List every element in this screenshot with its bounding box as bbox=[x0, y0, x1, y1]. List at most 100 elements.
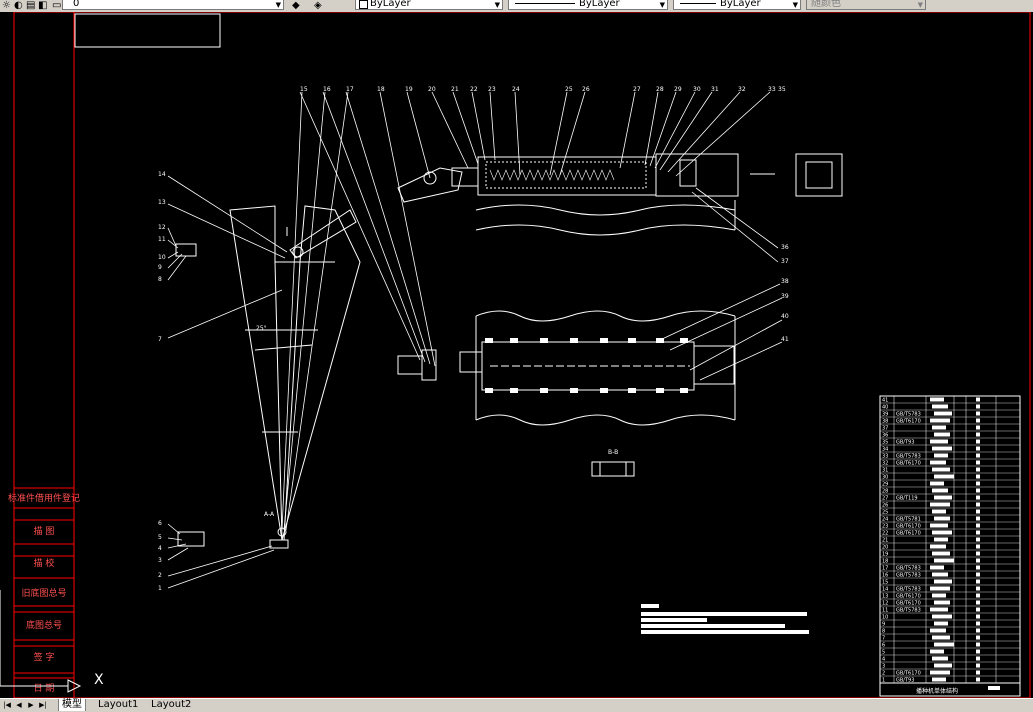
layer-previous-icon[interactable]: ◈ bbox=[314, 0, 322, 11]
part-label-top: 18 bbox=[377, 86, 385, 93]
bom-row-name-mark bbox=[932, 593, 946, 598]
bom-row-index: 38 bbox=[882, 419, 888, 425]
bom-row-name-mark bbox=[934, 516, 950, 521]
bom-row-standard: GB/T5783 bbox=[896, 587, 921, 593]
linetype-combo[interactable]: ByLayer ▼ bbox=[508, 0, 668, 10]
outer-frame bbox=[13, 12, 1031, 698]
spring-coil bbox=[489, 169, 615, 181]
bom-row-name-mark bbox=[932, 677, 946, 682]
next-tab-icon[interactable]: ▶ bbox=[28, 701, 34, 709]
view-label-aa: A-A bbox=[264, 511, 275, 518]
part-label-top: 19 bbox=[405, 86, 413, 93]
bom-row-name-mark bbox=[930, 607, 948, 612]
bom-row-name-mark bbox=[930, 523, 948, 528]
first-tab-icon[interactable]: |◀ bbox=[3, 701, 11, 709]
bom-row-name-mark bbox=[934, 537, 948, 542]
bom-row-standard: GB/T5783 bbox=[896, 566, 921, 572]
chevron-down-icon: ▼ bbox=[494, 1, 500, 9]
bom-row-index: 14 bbox=[882, 587, 888, 593]
tab-layout1[interactable]: Layout1 bbox=[98, 699, 139, 710]
bom-row-index: 28 bbox=[882, 489, 888, 495]
bom-row-index: 16 bbox=[882, 573, 888, 579]
part-label-top: 15 bbox=[300, 86, 308, 93]
color-combo-value: ByLayer bbox=[370, 0, 411, 9]
bom-row-qty-mark bbox=[976, 670, 980, 675]
bom-row-name-mark bbox=[932, 446, 952, 451]
section-view-bb bbox=[591, 461, 635, 477]
make-layer-current-icon[interactable]: ◆ bbox=[292, 0, 300, 11]
layer-swatch-icon[interactable]: ▭ bbox=[52, 0, 62, 11]
bom-row-qty-mark bbox=[976, 446, 980, 451]
bom-row-standard: GB/T6170 bbox=[896, 461, 921, 467]
bom-row-qty-mark bbox=[976, 628, 980, 633]
bom-row-qty-mark bbox=[976, 579, 980, 584]
leader-lines-left bbox=[167, 175, 288, 589]
layout-tab-bar: |◀ ◀ ▶ ▶| 模型 Layout1 Layout2 bbox=[0, 698, 1033, 712]
tab-model[interactable]: 模型 bbox=[58, 699, 86, 711]
bom-row-index: 21 bbox=[882, 538, 888, 544]
part-label-left: 3 bbox=[158, 557, 162, 564]
model-space-canvas[interactable]: 标准件借用件登记 描 图 描 校 旧底图总号 底图总号 签 字 日 期 X bbox=[0, 12, 1033, 698]
tab-layout2[interactable]: Layout2 bbox=[151, 699, 192, 710]
plotstyle-combo[interactable]: 随颜色 ▼ bbox=[806, 0, 926, 10]
technical-notes bbox=[641, 604, 809, 634]
part-label-top: 23 bbox=[488, 86, 496, 93]
bom-row-name-mark bbox=[930, 460, 946, 465]
color-combo[interactable]: ByLayer ▼ bbox=[355, 0, 503, 10]
chevron-down-icon: ▼ bbox=[792, 1, 798, 9]
bom-row-index: 18 bbox=[882, 559, 888, 565]
bom-row-index: 25 bbox=[882, 510, 888, 516]
bom-row-qty-mark bbox=[976, 565, 980, 570]
layer-combo[interactable]: 0 ▼ bbox=[62, 0, 284, 10]
part-label-top: 27 bbox=[633, 86, 641, 93]
bom-row-name-mark bbox=[932, 635, 950, 640]
bom-row-standard: GB/T5783 bbox=[896, 454, 921, 460]
bom-row-index: 15 bbox=[882, 580, 888, 586]
bom-row-index: 41 bbox=[882, 398, 888, 404]
bom-row-qty-mark bbox=[976, 600, 980, 605]
bom-row-qty-mark bbox=[976, 677, 980, 682]
part-label-top: 21 bbox=[451, 86, 459, 93]
prev-tab-icon[interactable]: ◀ bbox=[16, 701, 22, 709]
bom-row-qty-mark bbox=[976, 481, 980, 486]
bom-row-qty-mark bbox=[976, 516, 980, 521]
bom-row-index: 3 bbox=[882, 664, 885, 670]
bom-row-qty-mark bbox=[976, 586, 980, 591]
bom-row-qty-mark bbox=[976, 656, 980, 661]
strip-label-4: 底图总号 bbox=[26, 619, 62, 631]
bom-row-name-mark bbox=[932, 551, 950, 556]
part-label-left: 6 bbox=[158, 520, 162, 527]
part-label-right: 40 bbox=[781, 313, 789, 320]
layer-state-icon[interactable]: ☼ bbox=[2, 0, 11, 11]
layer-lock-icon[interactable]: ▤ bbox=[26, 0, 36, 11]
bom-row-standard: GB/T5783 bbox=[896, 412, 921, 418]
bom-row-index: 5 bbox=[882, 650, 885, 656]
part-label-left: 5 bbox=[158, 534, 162, 541]
last-tab-icon[interactable]: ▶| bbox=[39, 701, 47, 709]
bom-row-name-mark bbox=[930, 418, 950, 423]
title-block-name: 播种机单体结构 bbox=[916, 687, 958, 695]
properties-toolbar: ☼ ◐ ▤ ◧ ▭ 0 ▼ ◆ ◈ ByLayer ▼ ByLayer ▼ By… bbox=[0, 0, 1033, 13]
layer-color-icon[interactable]: ◧ bbox=[38, 0, 48, 11]
bom-row-name-mark bbox=[930, 649, 944, 654]
bom-row-qty-mark bbox=[976, 397, 980, 402]
part-label-left: 14 bbox=[158, 171, 166, 178]
drawing-svg: 标准件借用件登记 描 图 描 校 旧底图总号 底图总号 签 字 日 期 X bbox=[0, 12, 1031, 698]
bom-row-standard: GB/T6170 bbox=[896, 419, 921, 425]
bom-row-qty-mark bbox=[976, 530, 980, 535]
bom-row-name-mark bbox=[934, 579, 952, 584]
part-label-left: 4 bbox=[158, 545, 162, 552]
bom-row-index: 2 bbox=[882, 671, 885, 677]
lineweight-combo[interactable]: ByLayer ▼ bbox=[673, 0, 801, 10]
bom-row-qty-mark bbox=[976, 572, 980, 577]
bom-row-index: 7 bbox=[882, 636, 885, 642]
layer-freeze-icon[interactable]: ◐ bbox=[14, 0, 23, 11]
bom-row-name-mark bbox=[930, 544, 946, 549]
bom-row-name-mark bbox=[934, 474, 954, 479]
part-label-left: 7 bbox=[158, 336, 162, 343]
bom-row-name-mark bbox=[932, 509, 946, 514]
bom-row-name-mark bbox=[934, 495, 952, 500]
